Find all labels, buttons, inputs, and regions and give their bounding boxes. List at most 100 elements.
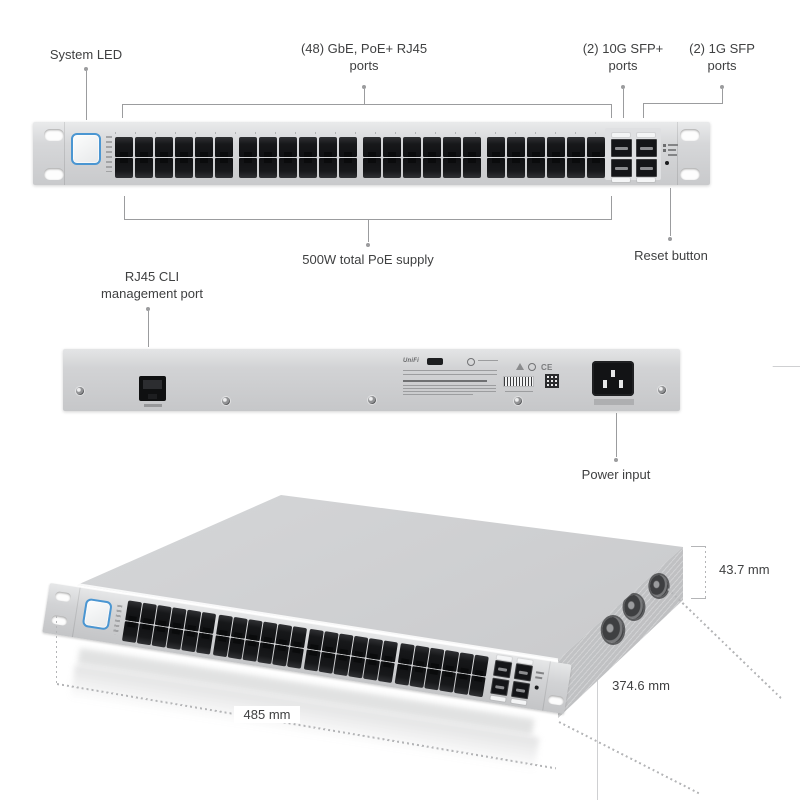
led-legend-text: [668, 149, 676, 151]
spec-fine-print: [403, 374, 497, 375]
port-row: [487, 158, 605, 178]
callout-line-reset: [670, 188, 671, 236]
ce-mark: CE: [541, 363, 553, 372]
sfp-port-label: [612, 178, 630, 182]
power-input-label: Power input: [581, 467, 651, 482]
rj45-port: [195, 158, 213, 178]
power-inlet-pin: [611, 370, 615, 377]
rj45-ports-bracket: [122, 104, 612, 118]
rack-mount-hole: [50, 614, 68, 627]
rj45-port: [423, 158, 441, 178]
switch-rear-view: UniFi CE: [63, 349, 800, 800]
compliance-fine-print: [403, 380, 487, 382]
power-inlet-face: [597, 366, 800, 800]
reset-button-label: Reset button: [634, 248, 708, 263]
dim-width-tick: [56, 616, 57, 684]
port-row: [239, 158, 357, 178]
callout-line-cli: [148, 311, 149, 347]
switch-front-view: [33, 122, 710, 185]
ubiquiti-text: [478, 360, 498, 361]
rj45-port: [547, 158, 565, 178]
rj45-port: [239, 137, 257, 157]
callout-line-rj45: [364, 89, 365, 104]
qr-code: [545, 374, 559, 388]
port-group: [303, 628, 398, 684]
port-group: [239, 137, 357, 178]
fan-icon: [598, 612, 628, 648]
rj45-port: [383, 137, 401, 157]
dim-height-line: [705, 546, 706, 599]
port-row: [115, 137, 233, 157]
callout-dot: [362, 85, 366, 89]
port-row: [239, 137, 357, 157]
power-inlet-pin: [603, 380, 607, 388]
rj45-port: [135, 158, 153, 178]
poe-supply-bracket: [124, 196, 612, 220]
rj45-console-port: [139, 376, 166, 401]
sfp-plus-cage: [490, 677, 510, 697]
screw: [76, 387, 84, 395]
reset-button: [665, 161, 669, 165]
led-legend-dot: [663, 149, 666, 152]
compliance-fine-print: [403, 394, 473, 395]
power-inlet-c14: [592, 361, 800, 800]
screw: [658, 386, 666, 394]
rj45-port: [471, 654, 489, 677]
rack-mount-hole: [680, 129, 700, 141]
rj45-port: [363, 158, 381, 178]
callout-dot: [146, 307, 150, 311]
cli-port-label: RJ45 CLI management port: [101, 269, 203, 302]
sfp-plus-label: (2) 10G SFP+ ports: [582, 41, 664, 74]
serial-fine-print: [505, 391, 533, 392]
led-legend-dot: [663, 144, 666, 147]
rj45-port: [339, 158, 357, 178]
port-row: [487, 137, 605, 157]
dim-height-label: 43.7 mm: [719, 562, 770, 577]
rack-ear-fold: [71, 587, 81, 638]
rj45-port: [239, 158, 257, 178]
spec-fine-print: [403, 370, 497, 371]
rj45-port: [587, 137, 605, 157]
compliance-fine-print: [403, 391, 496, 392]
unifi-wordmark: UniFi: [403, 358, 419, 364]
rj45-port: [443, 158, 461, 178]
rj45-port: [259, 137, 277, 157]
sfp-cage: [510, 680, 531, 700]
cert-mark: [528, 363, 536, 371]
unifi-vertical-branding: [112, 604, 123, 636]
rj45-port: [587, 158, 605, 178]
rj45-port: [196, 632, 213, 655]
rj45-port: [507, 158, 525, 178]
callout-line-poe: [368, 220, 369, 242]
rack-ear-fold: [677, 122, 678, 185]
rj45-port: [487, 158, 505, 178]
model-badge: [427, 358, 443, 365]
rj45-port: [319, 137, 337, 157]
rj45-port: [383, 158, 401, 178]
sfp-port-label: [490, 695, 506, 702]
rj45-port: [463, 158, 481, 178]
port-number-labels: [115, 132, 605, 134]
led-legend-text: [668, 154, 677, 156]
rj45-port: [259, 158, 277, 178]
callout-elbow-sfp: [643, 103, 723, 104]
rj45-port: [155, 158, 173, 178]
screw: [368, 396, 376, 404]
rear-spec-label: UniFi CE: [401, 357, 569, 405]
port-row: [363, 137, 481, 157]
rack-mount-hole: [54, 590, 72, 603]
rj45-port: [363, 137, 381, 157]
led-legend-text: [535, 676, 543, 680]
rj45-port: [423, 137, 441, 157]
fan-icon: [621, 591, 647, 623]
rj45-port: [339, 137, 357, 157]
power-rating-label: [594, 399, 634, 405]
rj45-port: [175, 158, 193, 178]
ubiquiti-logo: [467, 358, 475, 366]
recycle-mark: [516, 363, 524, 370]
rj45-port: [115, 158, 133, 178]
rj45-port: [377, 661, 395, 684]
rj45-port: [381, 640, 398, 663]
side-vents: [558, 547, 683, 718]
